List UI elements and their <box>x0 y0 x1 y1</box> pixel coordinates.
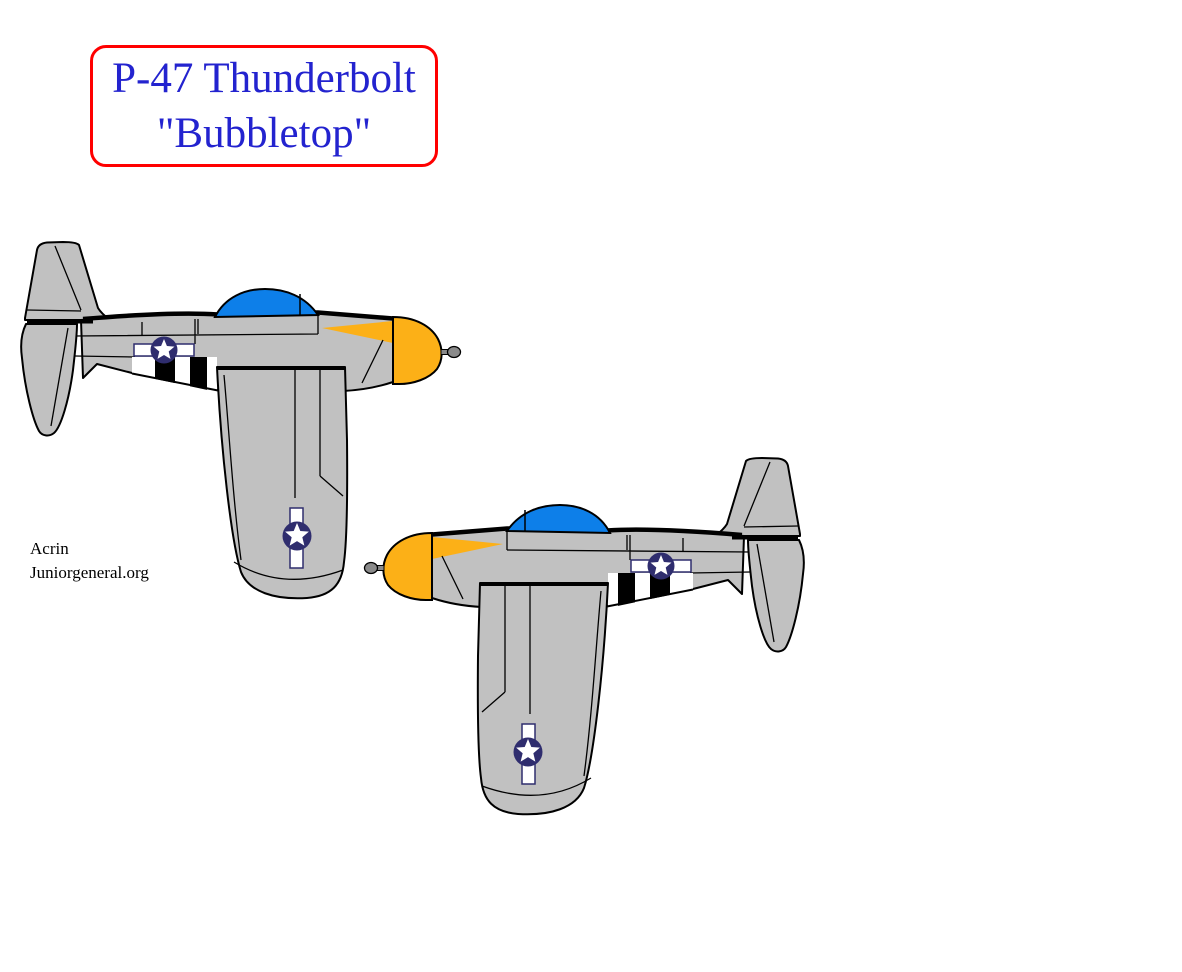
credit-author: Acrin <box>30 539 69 558</box>
credit-site: Juniorgeneral.org <box>30 563 149 582</box>
aircraft-2 <box>365 458 804 814</box>
page-title-box: P-47 Thunderbolt "Bubbletop" <box>90 45 438 167</box>
page-title-line1: P-47 Thunderbolt <box>112 55 416 102</box>
page-title-line2: "Bubbletop" <box>156 110 372 157</box>
credit-text: Acrin Juniorgeneral.org <box>30 537 149 585</box>
